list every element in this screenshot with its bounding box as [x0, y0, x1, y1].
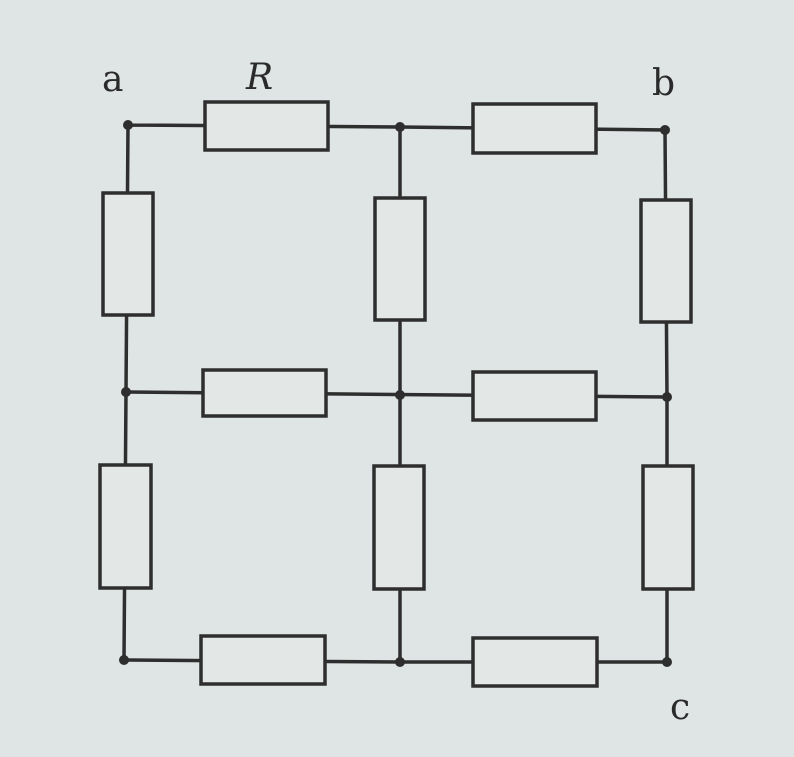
- junction-nodes: [119, 120, 672, 667]
- resistor-bottom-right: [471, 636, 599, 688]
- resistor-label: R: [246, 57, 274, 98]
- node-b-label: b: [652, 63, 676, 104]
- resistor-left-lower: [98, 463, 153, 590]
- resistor-middle-left: [201, 368, 328, 418]
- resistor-center-upper: [373, 196, 427, 322]
- resistor-left-upper: [101, 191, 155, 317]
- node-a-label: a: [102, 59, 124, 100]
- resistor-right-lower: [641, 464, 695, 591]
- resistor-center-lower: [372, 464, 426, 591]
- resistor-top-left: [203, 100, 330, 152]
- resistor-top-right: [471, 102, 598, 155]
- node-c-label: c: [670, 687, 691, 728]
- resistor-right-upper: [639, 198, 693, 324]
- resistor-middle-right: [471, 370, 598, 422]
- resistors: [98, 100, 695, 688]
- resistor-bottom-left: [199, 634, 327, 686]
